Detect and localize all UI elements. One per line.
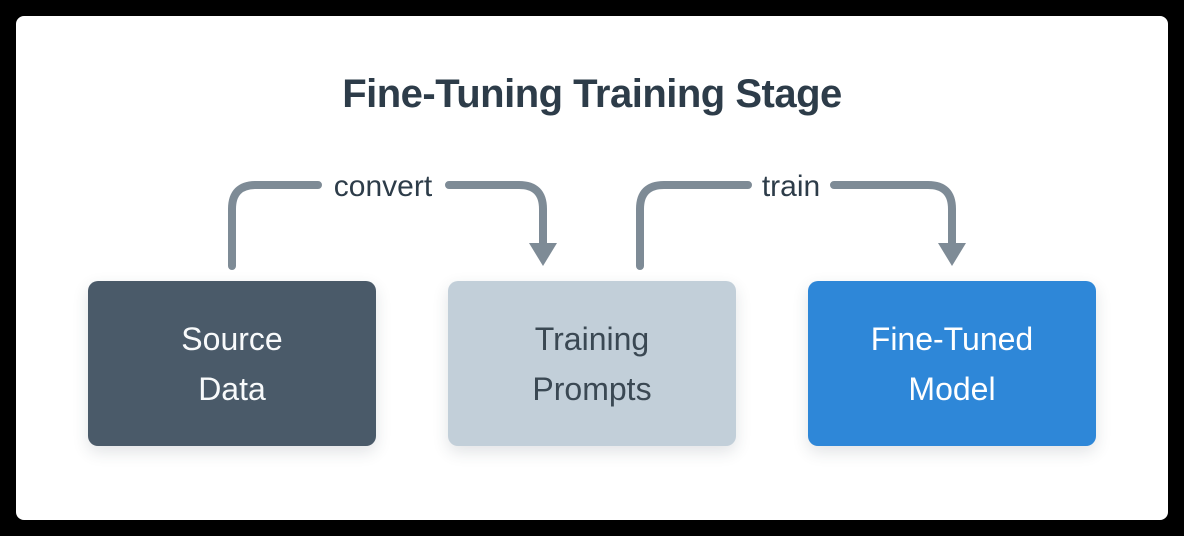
node-training-prompts-label: Training Prompts — [532, 314, 651, 414]
node-training-prompts: Training Prompts — [448, 281, 736, 446]
edge-label-train: train — [761, 170, 821, 203]
node-label-line: Source — [181, 320, 283, 357]
node-label-line: Model — [908, 370, 996, 407]
node-label-line: Training — [534, 320, 650, 357]
diagram-title: Fine-Tuning Training Stage — [342, 72, 842, 116]
node-label-line: Data — [198, 370, 266, 407]
node-source-data-label: Source Data — [181, 314, 282, 414]
node-label-line: Fine-Tuned — [870, 320, 1034, 357]
node-fine-tuned-model-label: Fine-Tuned Model — [871, 314, 1033, 414]
node-fine-tuned-model: Fine-Tuned Model — [808, 281, 1096, 446]
edge-label-convert: convert — [333, 170, 433, 203]
node-label-line: Prompts — [532, 370, 652, 407]
node-source-data: Source Data — [88, 281, 376, 446]
